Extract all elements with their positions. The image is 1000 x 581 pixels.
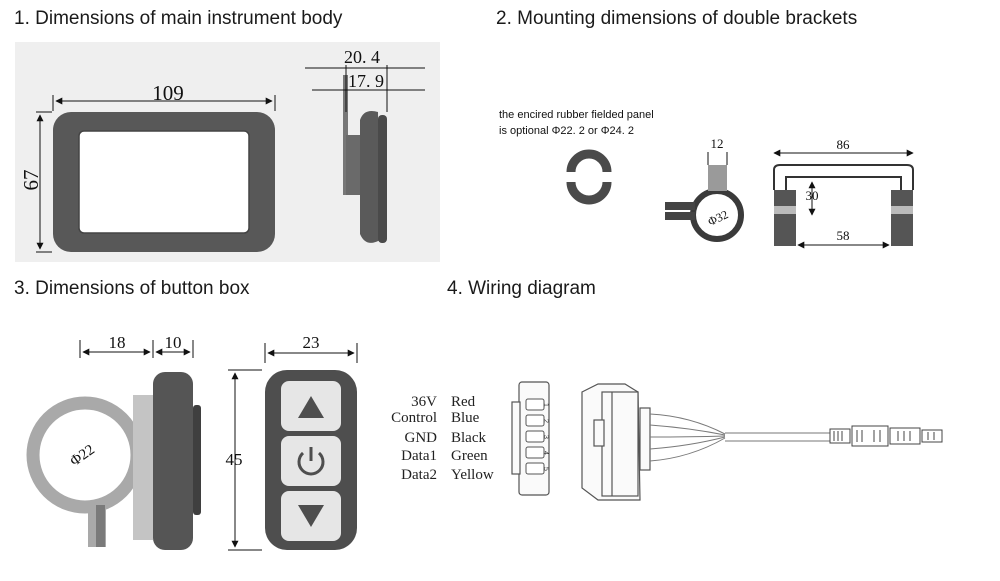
bracket-inner-width-label: 58 xyxy=(837,228,850,243)
display-screen xyxy=(78,130,250,234)
wiring-diagram: 36V Control GND Data1 Data2 Red Blue Bla… xyxy=(391,381,943,501)
section-title-button-box: 3. Dimensions of button box xyxy=(14,278,250,299)
bracket-clamp-width-label: 12 xyxy=(711,136,724,151)
button-box-side xyxy=(153,372,193,550)
section-title-wiring-diagram: 4. Wiring diagram xyxy=(447,278,596,299)
wire-function-label: Data2 xyxy=(401,467,437,483)
button-box-thickness-label: 10 xyxy=(165,333,182,352)
wire-color-label: Green xyxy=(451,448,488,464)
pin-number: 4 xyxy=(542,451,549,455)
button-box-drawing: 18 10 Φ22 23 45 xyxy=(26,333,358,551)
wire-color-label: Black xyxy=(451,430,486,446)
pin-number: 2 xyxy=(542,419,549,423)
wire-function-label: 36V xyxy=(411,394,437,410)
wire-color-labels: Red Blue Black Green Yellow xyxy=(451,394,494,483)
pin-number: 1 xyxy=(542,403,549,407)
wire-function-label: Data1 xyxy=(401,448,437,464)
up-arrow-icon xyxy=(298,396,324,418)
wire-function-label: GND xyxy=(405,430,438,446)
end-plug xyxy=(829,425,943,447)
bracket-clamp: 12 Φ32 xyxy=(665,136,744,242)
body-side-profile xyxy=(360,111,380,243)
wire-color-label: Blue xyxy=(451,410,480,426)
body-width-label: 109 xyxy=(152,81,184,105)
button-box-height-label: 45 xyxy=(226,450,243,469)
section-title-instrument-body: 1. Dimensions of main instrument body xyxy=(14,8,343,29)
wire-bundle xyxy=(649,413,726,462)
bracket-note-line1: the encired rubber fielded panel xyxy=(499,109,654,121)
instrument-body-drawing: 109 67 20. 4 17. 9 xyxy=(15,42,440,262)
wire-function-labels: 36V Control GND Data1 Data2 xyxy=(391,394,437,483)
wire-function-label: Control xyxy=(391,410,437,426)
pin-number: 5 xyxy=(542,467,549,471)
connector-face: 1 2 3 4 5 xyxy=(511,381,550,496)
pin-number: 3 xyxy=(542,435,549,439)
body-depth-total-label: 20. 4 xyxy=(344,47,380,67)
wire-color-label: Red xyxy=(451,394,476,410)
power-icon xyxy=(297,447,325,476)
button-box-width-label: 23 xyxy=(303,333,320,352)
body-height-label: 67 xyxy=(19,170,43,191)
wire-color-label: Yellow xyxy=(451,467,494,483)
down-arrow-icon xyxy=(298,505,324,527)
connector-housing xyxy=(581,383,651,501)
bracket-drawing: the encired rubber fielded panel is opti… xyxy=(499,109,914,249)
section-title-double-brackets: 2. Mounting dimensions of double bracket… xyxy=(496,8,858,29)
rubber-ring xyxy=(566,149,612,205)
bracket-note-line2: is optional Φ22. 2 or Φ24. 2 xyxy=(499,125,634,137)
body-depth-inner-label: 17. 9 xyxy=(348,71,384,91)
bracket-total-width-label: 86 xyxy=(837,137,851,152)
cable xyxy=(725,432,830,442)
button-box-clamp-offset-label: 18 xyxy=(109,333,126,352)
bracket-frame: 86 30 58 xyxy=(773,137,914,249)
bracket-inner-height-label: 30 xyxy=(806,188,819,203)
